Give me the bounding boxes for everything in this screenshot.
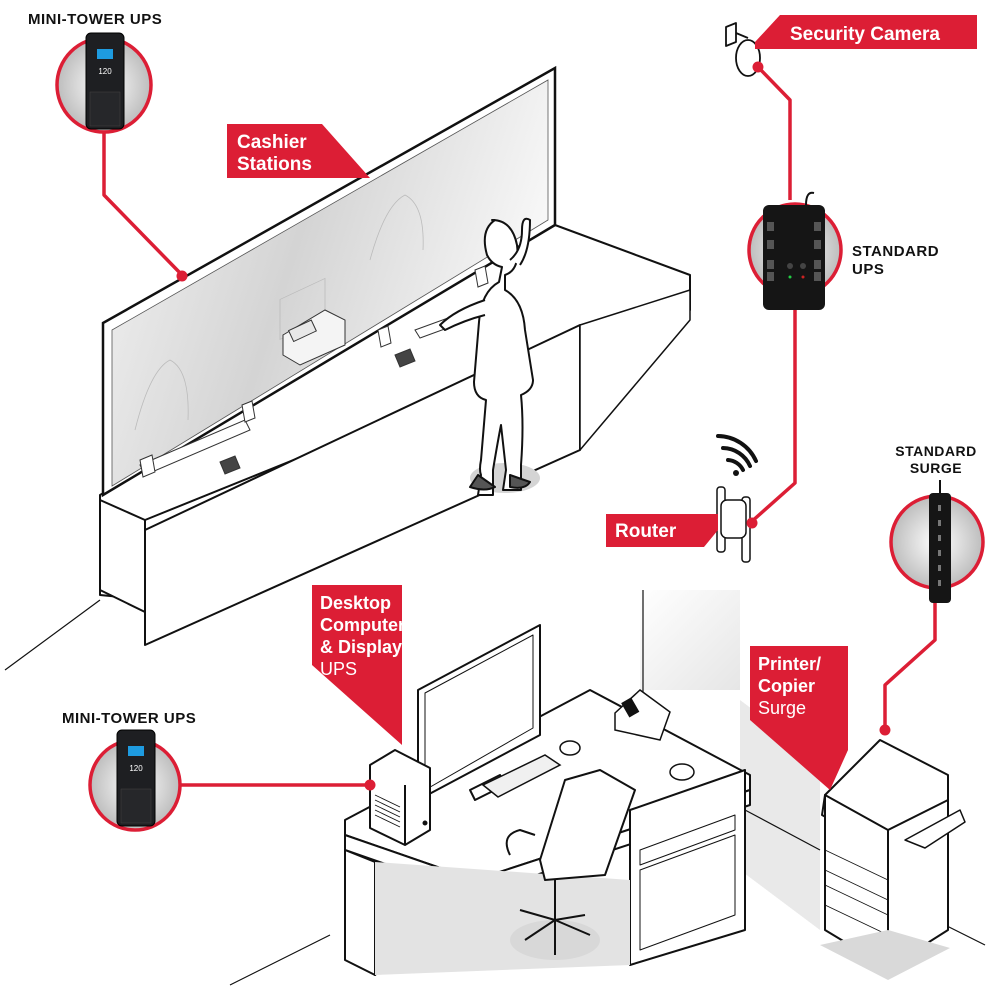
label-desktop-computer: Desktop Computer & Display UPS xyxy=(312,585,405,745)
router-device xyxy=(716,486,751,563)
desk-accessories xyxy=(481,689,695,798)
customer-figure xyxy=(439,217,540,496)
standard-ups-caption-line2: UPS xyxy=(852,261,884,278)
standard-ups-caption-line1: STANDARD xyxy=(852,243,939,260)
ups-display: 120 xyxy=(129,764,143,773)
standard-ups-callout xyxy=(747,191,843,310)
mini-tower-ups-top-callout: 120 xyxy=(55,32,153,134)
line-camera-to-ups xyxy=(756,65,792,200)
printer-copier xyxy=(820,739,966,980)
standard-surge-caption-line2: SURGE xyxy=(910,460,962,476)
standard-surge-caption-line1: STANDARD xyxy=(895,443,977,459)
cashier-counter xyxy=(99,224,691,646)
label-router: Router xyxy=(606,514,718,547)
line-mini-tower-to-cashier xyxy=(102,125,184,277)
connection-dots xyxy=(176,61,891,791)
label-printer-text-line2: Copier xyxy=(758,676,815,696)
label-desktop-text-line1: Desktop xyxy=(320,593,391,613)
line-surge-to-printer xyxy=(883,600,937,728)
label-printer-copier: Printer/ Copier Surge xyxy=(750,646,848,790)
office-chair xyxy=(505,769,636,960)
label-desktop-text-line3: & Display xyxy=(320,637,402,657)
wifi-icon xyxy=(716,434,758,476)
mini-tower-ups-bottom-caption: MINI-TOWER UPS xyxy=(62,710,196,727)
label-router-text: Router xyxy=(615,521,677,542)
label-cashier-text-line1: Cashier xyxy=(237,132,307,153)
line-ups-to-router xyxy=(748,305,797,525)
label-security-camera: Security Camera xyxy=(755,15,977,49)
label-printer-text-line1: Printer/ xyxy=(758,654,821,674)
glass-partition xyxy=(101,65,557,498)
label-security-camera-text: Security Camera xyxy=(790,24,940,45)
label-cashier-text-line2: Stations xyxy=(237,154,312,175)
label-desktop-text-line2: Computer xyxy=(320,615,405,635)
mini-tower-ups-top-caption: MINI-TOWER UPS xyxy=(28,11,162,28)
label-cashier-stations: Cashier Stations xyxy=(227,124,370,178)
standard-surge-callout xyxy=(889,480,985,603)
mini-tower-ups-bottom-callout: 120 xyxy=(88,729,182,832)
connection-lines xyxy=(102,65,937,787)
computer-tower xyxy=(369,749,431,846)
label-printer-text-line3: Surge xyxy=(758,698,806,718)
label-desktop-text-line4: UPS xyxy=(320,659,357,679)
ups-display: 120 xyxy=(98,67,112,76)
